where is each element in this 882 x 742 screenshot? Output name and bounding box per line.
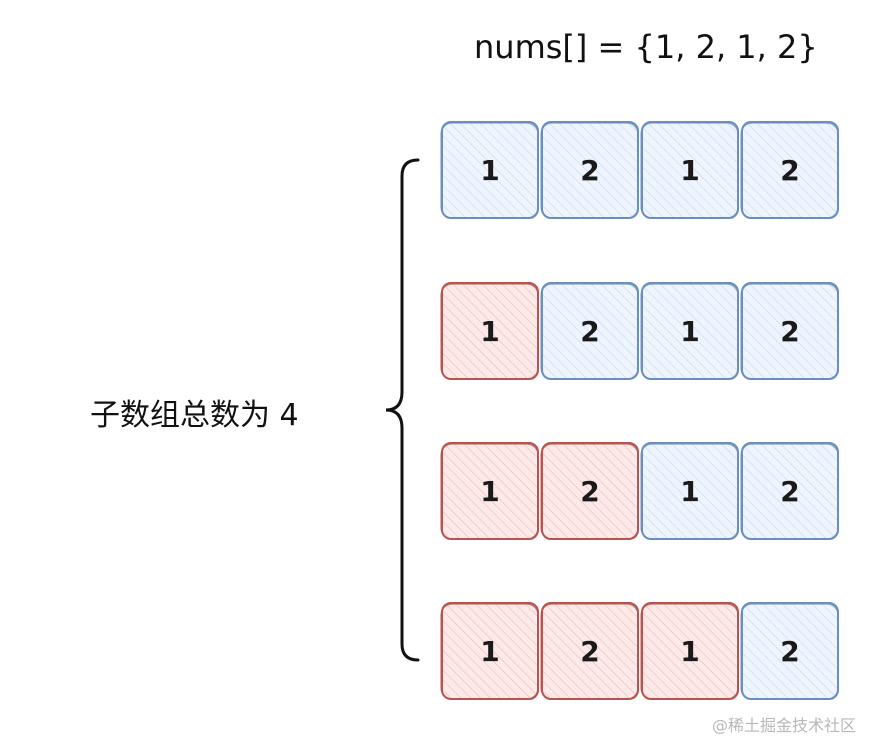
array-row-2: 1 2 1 2 bbox=[440, 282, 839, 380]
cell-border-sketch bbox=[640, 283, 739, 380]
cell-value: 2 bbox=[580, 475, 599, 508]
cell-value: 1 bbox=[680, 635, 699, 668]
subarray-count-label: 子数组总数为 4 bbox=[90, 398, 299, 433]
cell-border-sketch bbox=[540, 283, 639, 380]
cell-border-sketch bbox=[740, 443, 839, 540]
curly-brace bbox=[385, 158, 420, 662]
cell-value: 2 bbox=[780, 315, 799, 348]
cell-hatch bbox=[443, 123, 537, 217]
array-cell: 2 bbox=[740, 602, 839, 700]
array-cell: 2 bbox=[540, 602, 639, 700]
cell-hatch bbox=[443, 604, 537, 698]
cell-border-sketch bbox=[640, 122, 739, 219]
cell-border-sketch bbox=[740, 283, 839, 380]
array-cell: 2 bbox=[540, 121, 639, 219]
cell-value: 1 bbox=[680, 475, 699, 508]
array-cell: 1 bbox=[640, 602, 739, 700]
cell-value: 1 bbox=[480, 315, 499, 348]
cell-border-sketch bbox=[640, 443, 739, 540]
cell-value: 2 bbox=[580, 315, 599, 348]
cell-value: 2 bbox=[580, 635, 599, 668]
cell-value: 2 bbox=[780, 154, 799, 187]
array-row-3: 1 2 1 2 bbox=[440, 442, 839, 540]
cell-hatch bbox=[743, 444, 837, 538]
cell-value: 2 bbox=[780, 475, 799, 508]
cell-hatch bbox=[643, 284, 737, 378]
array-cell: 1 bbox=[640, 121, 739, 219]
cell-hatch bbox=[543, 284, 637, 378]
array-cell: 1 bbox=[440, 121, 539, 219]
cell-border-sketch bbox=[640, 603, 739, 700]
array-cell: 1 bbox=[640, 282, 739, 380]
array-cell: 1 bbox=[440, 282, 539, 380]
cell-hatch bbox=[543, 123, 637, 217]
array-row-4: 1 2 1 2 bbox=[440, 602, 839, 700]
array-row-1: 1 2 1 2 bbox=[440, 121, 839, 219]
cell-value: 1 bbox=[480, 635, 499, 668]
cell-border-sketch bbox=[440, 283, 539, 380]
watermark: @稀土掘金技术社区 bbox=[712, 716, 857, 735]
cell-hatch bbox=[643, 123, 737, 217]
cell-hatch bbox=[743, 604, 837, 698]
cell-border-sketch bbox=[540, 122, 639, 219]
cell-border-sketch bbox=[440, 443, 539, 540]
cell-hatch bbox=[643, 604, 737, 698]
array-cell: 1 bbox=[440, 602, 539, 700]
array-cell: 1 bbox=[640, 442, 739, 540]
cell-border-sketch bbox=[540, 443, 639, 540]
cell-value: 2 bbox=[580, 154, 599, 187]
cell-border-sketch bbox=[740, 122, 839, 219]
cell-value: 1 bbox=[680, 315, 699, 348]
cell-border-sketch bbox=[540, 603, 639, 700]
array-cell: 2 bbox=[540, 442, 639, 540]
cell-hatch bbox=[543, 604, 637, 698]
array-title: nums[] = {1, 2, 1, 2} bbox=[474, 28, 818, 66]
array-cell: 2 bbox=[740, 121, 839, 219]
cell-hatch bbox=[443, 284, 537, 378]
cell-hatch bbox=[443, 444, 537, 538]
array-cell: 2 bbox=[740, 282, 839, 380]
array-cell: 2 bbox=[740, 442, 839, 540]
array-cell: 1 bbox=[440, 442, 539, 540]
cell-hatch bbox=[643, 444, 737, 538]
cell-border-sketch bbox=[440, 122, 539, 219]
cell-value: 1 bbox=[480, 154, 499, 187]
cell-hatch bbox=[543, 444, 637, 538]
cell-hatch bbox=[743, 284, 837, 378]
cell-value: 1 bbox=[480, 475, 499, 508]
cell-border-sketch bbox=[740, 603, 839, 700]
cell-hatch bbox=[743, 123, 837, 217]
cell-value: 2 bbox=[780, 635, 799, 668]
cell-border-sketch bbox=[440, 603, 539, 700]
array-cell: 2 bbox=[540, 282, 639, 380]
cell-value: 1 bbox=[680, 154, 699, 187]
